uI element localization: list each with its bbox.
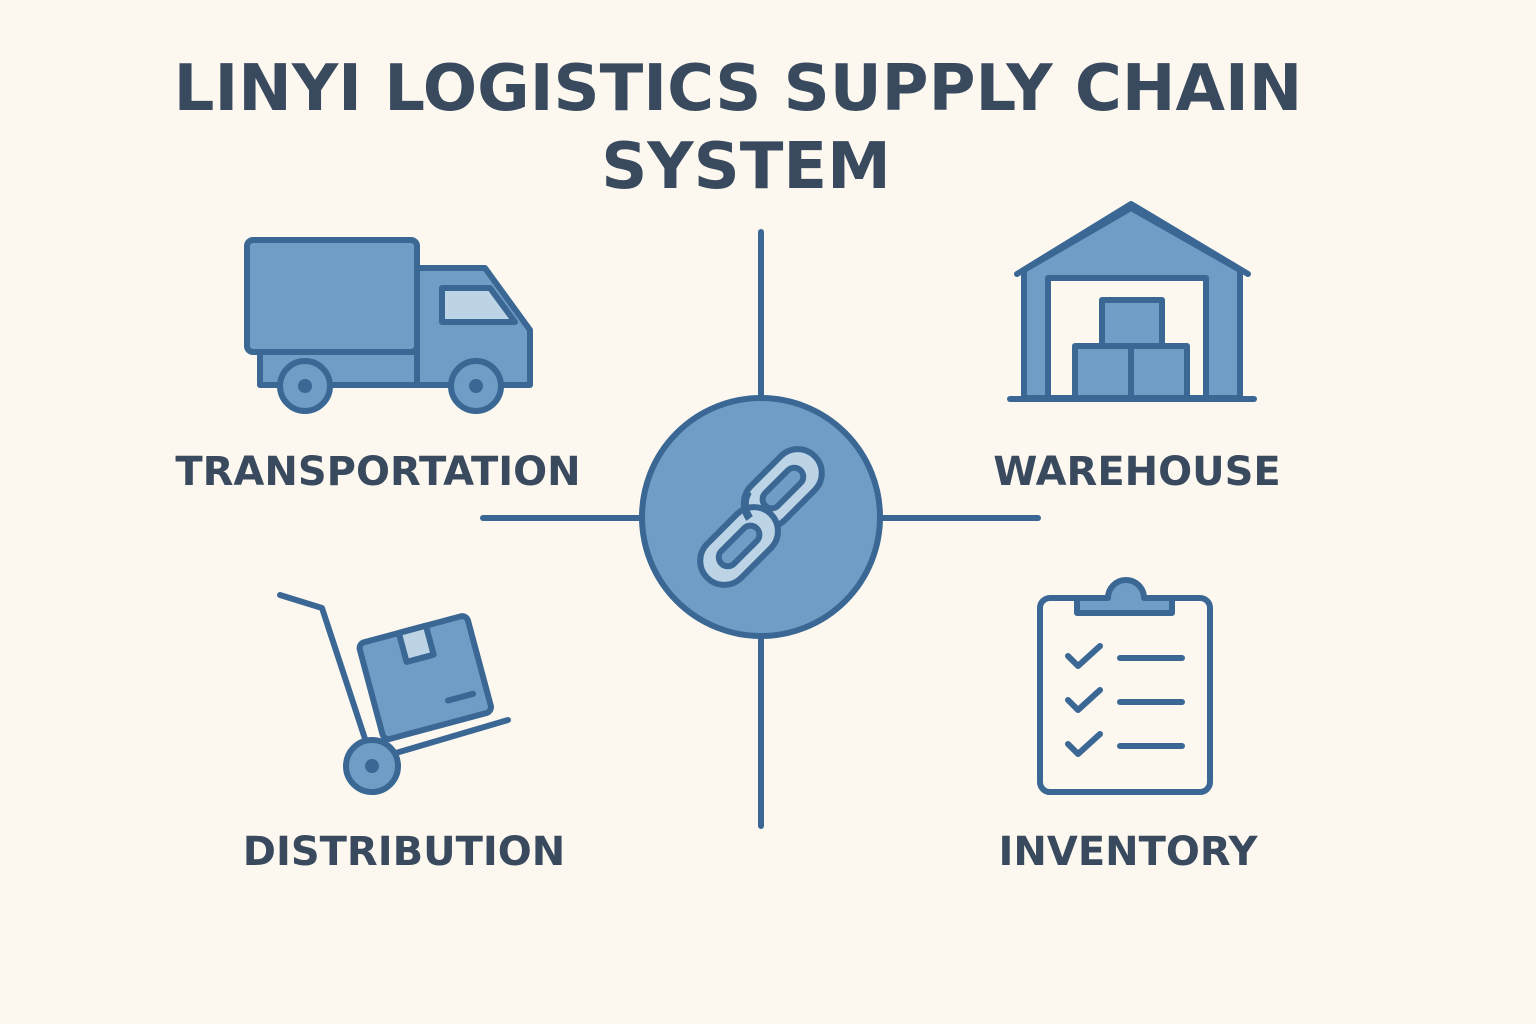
hand-truck-icon xyxy=(277,592,511,795)
label-distribution: DISTRIBUTION xyxy=(243,829,565,875)
label-inventory: INVENTORY xyxy=(999,829,1259,875)
label-warehouse: WAREHOUSE xyxy=(993,449,1281,495)
truck-icon xyxy=(244,237,533,414)
chain-link-hub-icon xyxy=(639,395,883,639)
clipboard-checklist-icon xyxy=(1037,577,1213,795)
connector-lines xyxy=(480,229,1041,829)
title-line-1: LINYI LOGISTICS SUPPLY CHAIN xyxy=(174,52,1303,126)
warehouse-icon xyxy=(1007,201,1257,402)
title-line-2: SYSTEM xyxy=(601,130,891,204)
label-transportation: TRANSPORTATION xyxy=(175,449,580,495)
